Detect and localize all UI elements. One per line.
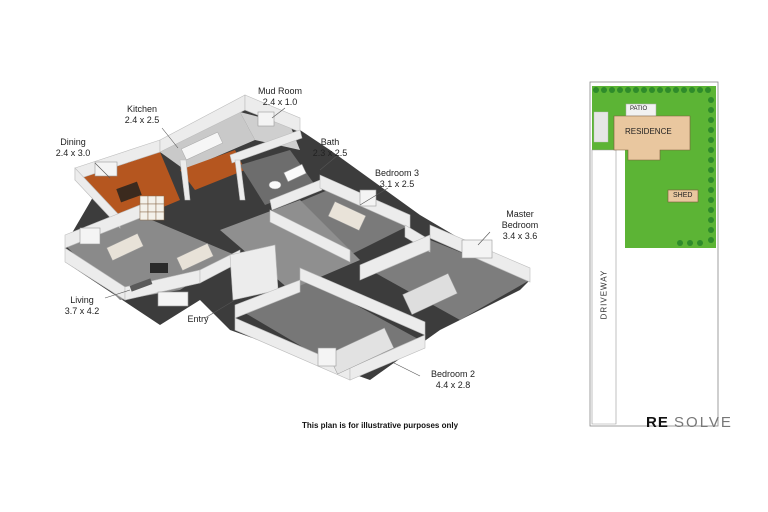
kitchen-wood: [180, 150, 245, 190]
window: [94, 161, 118, 177]
sofa-1: [106, 233, 144, 261]
bath-name: Bath: [320, 137, 340, 147]
label-bath: Bath 2.3 x 2.5: [300, 137, 360, 159]
master-name-2: Bedroom: [501, 220, 539, 230]
leader-lines: [94, 107, 491, 377]
living-size: 3.7 x 4.2: [64, 306, 100, 316]
wall: [269, 179, 323, 211]
label-master-bedroom: Master Bedroom 3.4 x 3.6: [490, 209, 550, 242]
window: [157, 291, 189, 307]
window: [359, 189, 377, 207]
shed-label: SHED: [673, 192, 693, 199]
wall: [349, 334, 426, 381]
walls: [64, 94, 531, 381]
brand-logo: RE SOLVE: [646, 414, 733, 431]
label-mud-room: Mud Room 2.4 x 1.0: [250, 86, 310, 108]
tv-unit: [129, 278, 153, 292]
hedge: [593, 87, 714, 246]
residence: [613, 115, 691, 161]
bedroom2-name: Bedroom 2: [430, 369, 476, 379]
bookshelf: [139, 195, 165, 221]
driveway: [591, 149, 617, 425]
wall: [74, 167, 121, 229]
wall: [179, 159, 191, 201]
brand-part2: SOLVE: [674, 414, 733, 431]
bedroom3-size: 3.1 x 2.5: [379, 179, 415, 189]
bath-toilet: [268, 180, 282, 190]
label-dining: Dining 2.4 x 3.0: [43, 137, 103, 159]
driveway-label: DRIVEWAY: [599, 269, 609, 320]
mudroom-size: 2.4 x 1.0: [262, 97, 298, 107]
master-size: 3.4 x 3.6: [502, 231, 538, 241]
wall: [359, 234, 431, 281]
mudroom-name: Mud Room: [257, 86, 302, 96]
brand-part1: RE: [646, 414, 669, 431]
bed-master: [402, 273, 458, 315]
windows: [79, 111, 493, 367]
living-name: Living: [70, 295, 94, 305]
wall: [269, 209, 351, 263]
label-kitchen: Kitchen 2.4 x 2.5: [112, 104, 172, 126]
wall: [229, 129, 303, 164]
kitchen-counter: [181, 131, 223, 161]
dining-table: [116, 181, 142, 203]
bed-bedroom3: [327, 201, 367, 231]
disclaimer-text: This plan is for illustrative purposes o…: [301, 421, 459, 430]
kitchen-name: Kitchen: [126, 104, 158, 114]
bedroom3-name: Bedroom 3: [374, 168, 420, 178]
label-living: Living 3.7 x 4.2: [52, 295, 112, 317]
dining-name: Dining: [60, 137, 86, 147]
shed: [667, 189, 699, 203]
label-bedroom2: Bedroom 2 4.4 x 2.8: [418, 369, 488, 391]
label-entry: Entry: [178, 314, 218, 325]
kitchen-size: 2.4 x 2.5: [124, 115, 160, 125]
dining-size: 2.4 x 3.0: [55, 148, 91, 158]
bedroom2-size: 4.4 x 2.8: [435, 380, 471, 390]
bath-size: 2.3 x 2.5: [312, 148, 348, 158]
furniture: [106, 131, 458, 375]
site-plan: [589, 81, 719, 427]
label-bedroom3: Bedroom 3 3.1 x 2.5: [362, 168, 432, 190]
window: [317, 347, 337, 367]
paving: [593, 111, 609, 143]
window: [257, 111, 275, 127]
hallway-floor: [220, 200, 360, 290]
coffee-table: [150, 263, 168, 273]
window: [79, 227, 101, 245]
sofa-2: [176, 243, 214, 271]
wall: [234, 279, 301, 319]
wall: [299, 267, 426, 336]
master-name-1: Master: [506, 209, 534, 219]
entry-name: Entry: [187, 314, 209, 324]
patio-label: PATIO: [630, 106, 648, 112]
residence-label: RESIDENCE: [625, 127, 672, 136]
floor-plan-3d: [64, 94, 531, 381]
bath-tub: [283, 163, 307, 183]
wall: [234, 159, 246, 201]
window: [461, 239, 493, 259]
